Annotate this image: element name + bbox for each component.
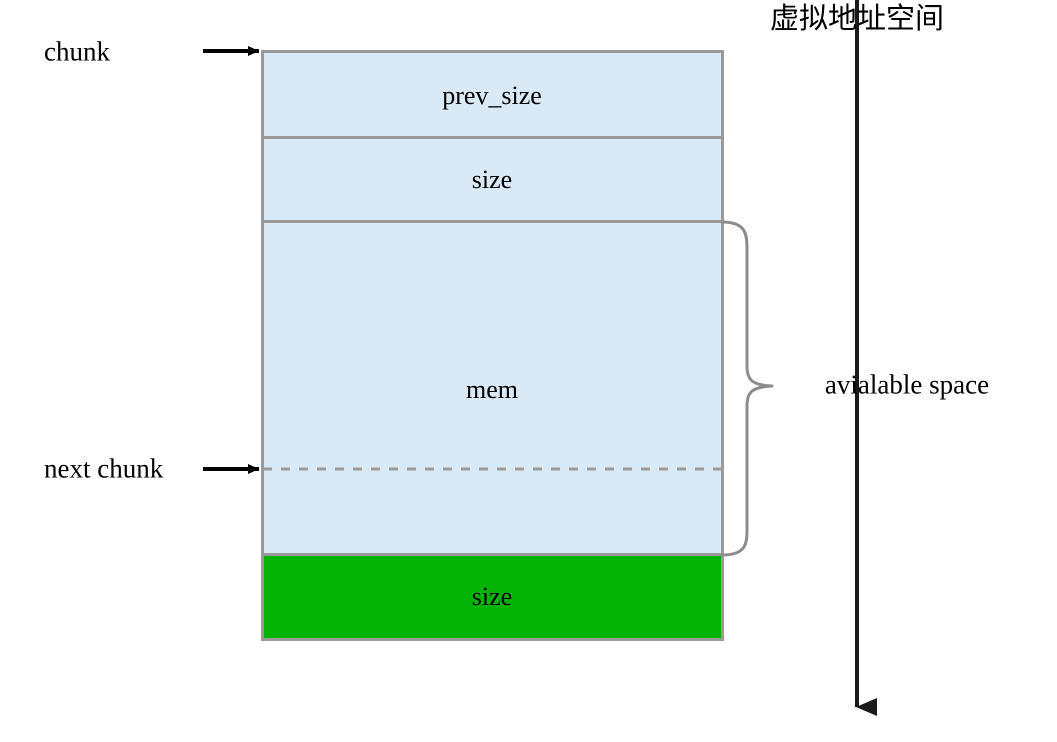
chunk-row-size-label: size (471, 165, 513, 194)
chunk-row-prev-size-label: prev_size (442, 81, 542, 110)
chunk-box (261, 50, 724, 641)
chunk-row-next-size-label: size (471, 582, 513, 611)
chunk-row-prev-size (261, 50, 724, 139)
chunk-row-mem-label: mem (466, 375, 518, 404)
avialable-space-label: avialable space (824, 369, 990, 400)
chunk-row-mem (261, 220, 724, 556)
avialable-space-brace (720, 220, 774, 557)
chunk-row-next-size (261, 553, 724, 641)
chunk-row-size (261, 136, 724, 223)
chunk-pointer-label: chunk (44, 36, 110, 67)
virtual-address-space-title: 虚拟地址空间 (769, 1, 945, 35)
next-chunk-pointer-label: next chunk (44, 453, 164, 484)
